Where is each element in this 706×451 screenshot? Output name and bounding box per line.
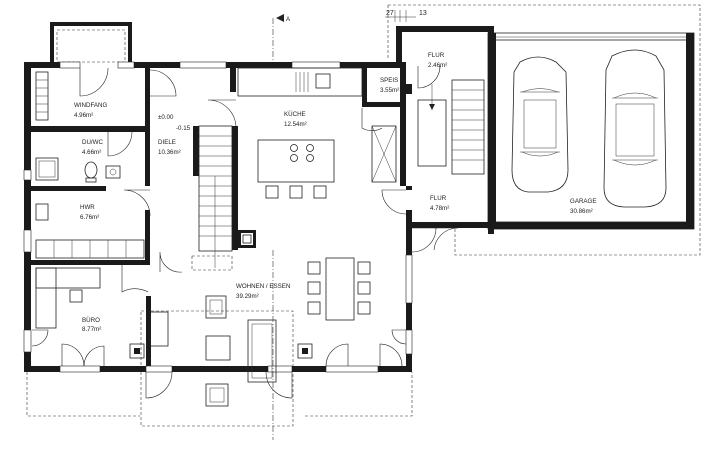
car-icon <box>511 56 569 193</box>
room-name-flur: FLUR <box>430 195 447 202</box>
room-name-buero: BÜRO <box>82 317 100 324</box>
dimension-label: 27 <box>386 10 394 17</box>
hwr-counter <box>35 239 145 259</box>
room-area-diele: 10.36m² <box>158 149 181 156</box>
room-area-du-wc: 4.66m² <box>82 149 101 156</box>
door-swings <box>31 65 459 399</box>
room-name-diele: DIELE <box>158 139 176 146</box>
garage-boundary <box>387 4 701 256</box>
room-area-kueche: 12.54m² <box>284 121 307 128</box>
windfang-radiator <box>35 71 49 121</box>
room-name-kueche: KÜCHE <box>284 111 306 118</box>
room-name-flur-top: FLUR <box>428 52 445 59</box>
speis-shelves <box>371 125 397 183</box>
dimension-marks: 27 13 <box>385 10 427 22</box>
room-area-wohnen: 39.29m² <box>236 293 259 300</box>
kitchen-island <box>257 139 335 199</box>
shower-icon <box>35 157 59 181</box>
car-icon <box>603 49 667 208</box>
level-label: ±0.00 <box>158 114 174 121</box>
interior-walls <box>31 62 412 366</box>
stairs-main <box>191 125 233 271</box>
room-name-garage: GARAGE <box>570 198 596 205</box>
toilet-icon <box>84 161 98 183</box>
room-name-speis: SPEIS <box>380 77 398 84</box>
section-marker: A <box>272 14 291 440</box>
section-marker-label: A <box>286 16 291 23</box>
sink-icon <box>105 165 121 179</box>
kitchen-counter-top <box>237 67 363 97</box>
level-label: -0.15 <box>176 125 191 132</box>
room-name-windfang: WINDFANG <box>74 102 108 109</box>
room-area-flur-top: 2.46m² <box>428 62 447 69</box>
dimension-label: 13 <box>419 10 427 17</box>
shelf-pillars <box>129 343 313 359</box>
stairs-flur <box>417 79 485 175</box>
room-area-speis: 3.55m² <box>380 87 399 94</box>
room-area-hwr: 6.76m² <box>80 214 99 221</box>
room-name-wohnen: WOHNEN / ESSEN <box>236 283 290 290</box>
room-labels: WINDFANG 4.96m² DU/WC 4.66m² HWR 6.76m² … <box>74 52 596 333</box>
windows <box>23 61 413 373</box>
living-furniture <box>149 295 277 407</box>
room-name-du-wc: DU/WC <box>82 139 103 146</box>
room-area-buero: 8.77m² <box>82 326 101 333</box>
room-area-windfang: 4.96m² <box>74 112 93 119</box>
buero-desk <box>35 267 101 329</box>
room-area-garage: 30.86m² <box>570 208 593 215</box>
room-name-hwr: HWR <box>80 204 95 211</box>
chimney-icon <box>238 230 256 248</box>
dining-table <box>307 257 371 321</box>
hwr-shelf <box>35 203 49 221</box>
room-area-flur: 4.78m² <box>430 205 449 212</box>
